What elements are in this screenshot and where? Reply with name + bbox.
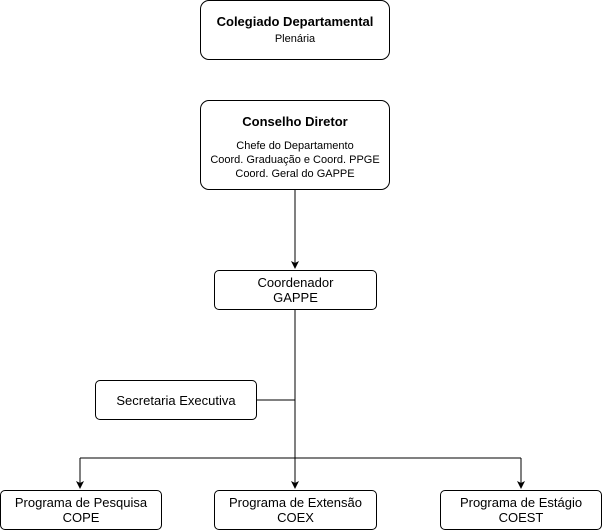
programa-estagio-node: Programa de Estágio COEST xyxy=(440,490,602,530)
conselho-line: Coord. Graduação e Coord. PPGE xyxy=(210,154,380,166)
colegiado-title: Colegiado Departamental xyxy=(216,14,374,29)
conselho-title: Conselho Diretor xyxy=(242,114,348,129)
colegiado-node: Colegiado Departamental Plenária xyxy=(200,0,390,60)
secretaria-label: Secretaria Executiva xyxy=(116,393,236,408)
secretaria-node: Secretaria Executiva xyxy=(95,380,257,420)
programa-pesquisa-node: Programa de Pesquisa COPE xyxy=(0,490,162,530)
coordenador-line2: GAPPE xyxy=(273,290,318,305)
programa-line1: Programa de Pesquisa xyxy=(14,495,148,510)
coordenador-line1: Coordenador xyxy=(257,275,334,290)
coordenador-node: Coordenador GAPPE xyxy=(214,270,377,310)
colegiado-subtitle: Plenária xyxy=(274,33,316,45)
programa-line2: COEST xyxy=(498,510,544,525)
programa-extensao-node: Programa de Extensão COEX xyxy=(214,490,377,530)
conselho-node: Conselho Diretor Chefe do Departamento C… xyxy=(200,100,390,190)
programa-line1: Programa de Estágio xyxy=(459,495,583,510)
conselho-line: Chefe do Departamento xyxy=(236,140,354,152)
programa-line2: COPE xyxy=(62,510,100,525)
conselho-line: Coord. Geral do GAPPE xyxy=(235,168,355,180)
programa-line1: Programa de Extensão xyxy=(229,495,362,510)
programa-line2: COEX xyxy=(277,510,314,525)
